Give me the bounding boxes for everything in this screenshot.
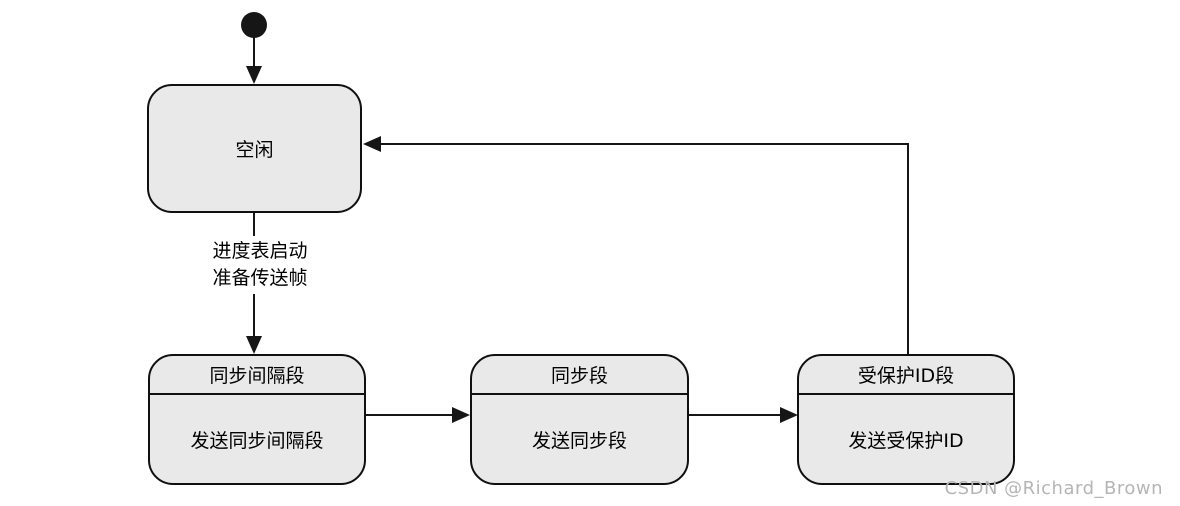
transition-line-initial-to-idle bbox=[253, 37, 255, 68]
state-sync-interval-title: 同步间隔段 bbox=[150, 356, 364, 395]
transition-label-line1: 进度表启动 bbox=[212, 240, 308, 262]
arrowhead-down-icon bbox=[246, 66, 262, 84]
transition-label-idle-to-sync-interval: 进度表启动 准备传送帧 bbox=[194, 236, 326, 294]
transition-line-protected-id-return-horizontal bbox=[380, 143, 909, 145]
state-protected-id-body: 发送受保护ID bbox=[799, 395, 1013, 483]
state-sync-title-label: 同步段 bbox=[550, 365, 608, 387]
transition-line-protected-id-return-vertical bbox=[907, 144, 909, 354]
state-sync-title: 同步段 bbox=[472, 356, 687, 395]
state-sync-body-label: 发送同步段 bbox=[531, 429, 627, 452]
state-protected-id-title-label: 受保护ID段 bbox=[857, 365, 955, 387]
state-sync: 同步段 发送同步段 bbox=[470, 354, 689, 485]
watermark: CSDN @Richard_Brown bbox=[944, 478, 1163, 499]
arrowhead-right-icon bbox=[780, 407, 798, 423]
arrowhead-left-icon bbox=[363, 136, 381, 152]
state-idle: 空闲 bbox=[147, 84, 362, 213]
state-idle-label: 空闲 bbox=[235, 139, 274, 161]
transition-line-sync-interval-to-sync bbox=[366, 414, 453, 416]
transition-label-line2: 准备传送帧 bbox=[212, 267, 308, 289]
arrowhead-right-icon bbox=[452, 407, 470, 423]
state-sync-interval-body-label: 发送同步间隔段 bbox=[190, 429, 324, 452]
state-protected-id: 受保护ID段 发送受保护ID bbox=[797, 354, 1015, 485]
state-sync-body: 发送同步段 bbox=[472, 395, 687, 483]
state-protected-id-body-label: 发送受保护ID bbox=[848, 429, 964, 452]
initial-state-icon bbox=[241, 12, 267, 38]
state-protected-id-title: 受保护ID段 bbox=[799, 356, 1013, 395]
state-sync-interval-body: 发送同步间隔段 bbox=[150, 395, 364, 483]
transition-line-sync-to-protected-id bbox=[689, 414, 781, 416]
state-sync-interval-title-label: 同步间隔段 bbox=[209, 365, 305, 387]
state-sync-interval: 同步间隔段 发送同步间隔段 bbox=[148, 354, 366, 485]
arrowhead-down-icon bbox=[246, 336, 262, 354]
